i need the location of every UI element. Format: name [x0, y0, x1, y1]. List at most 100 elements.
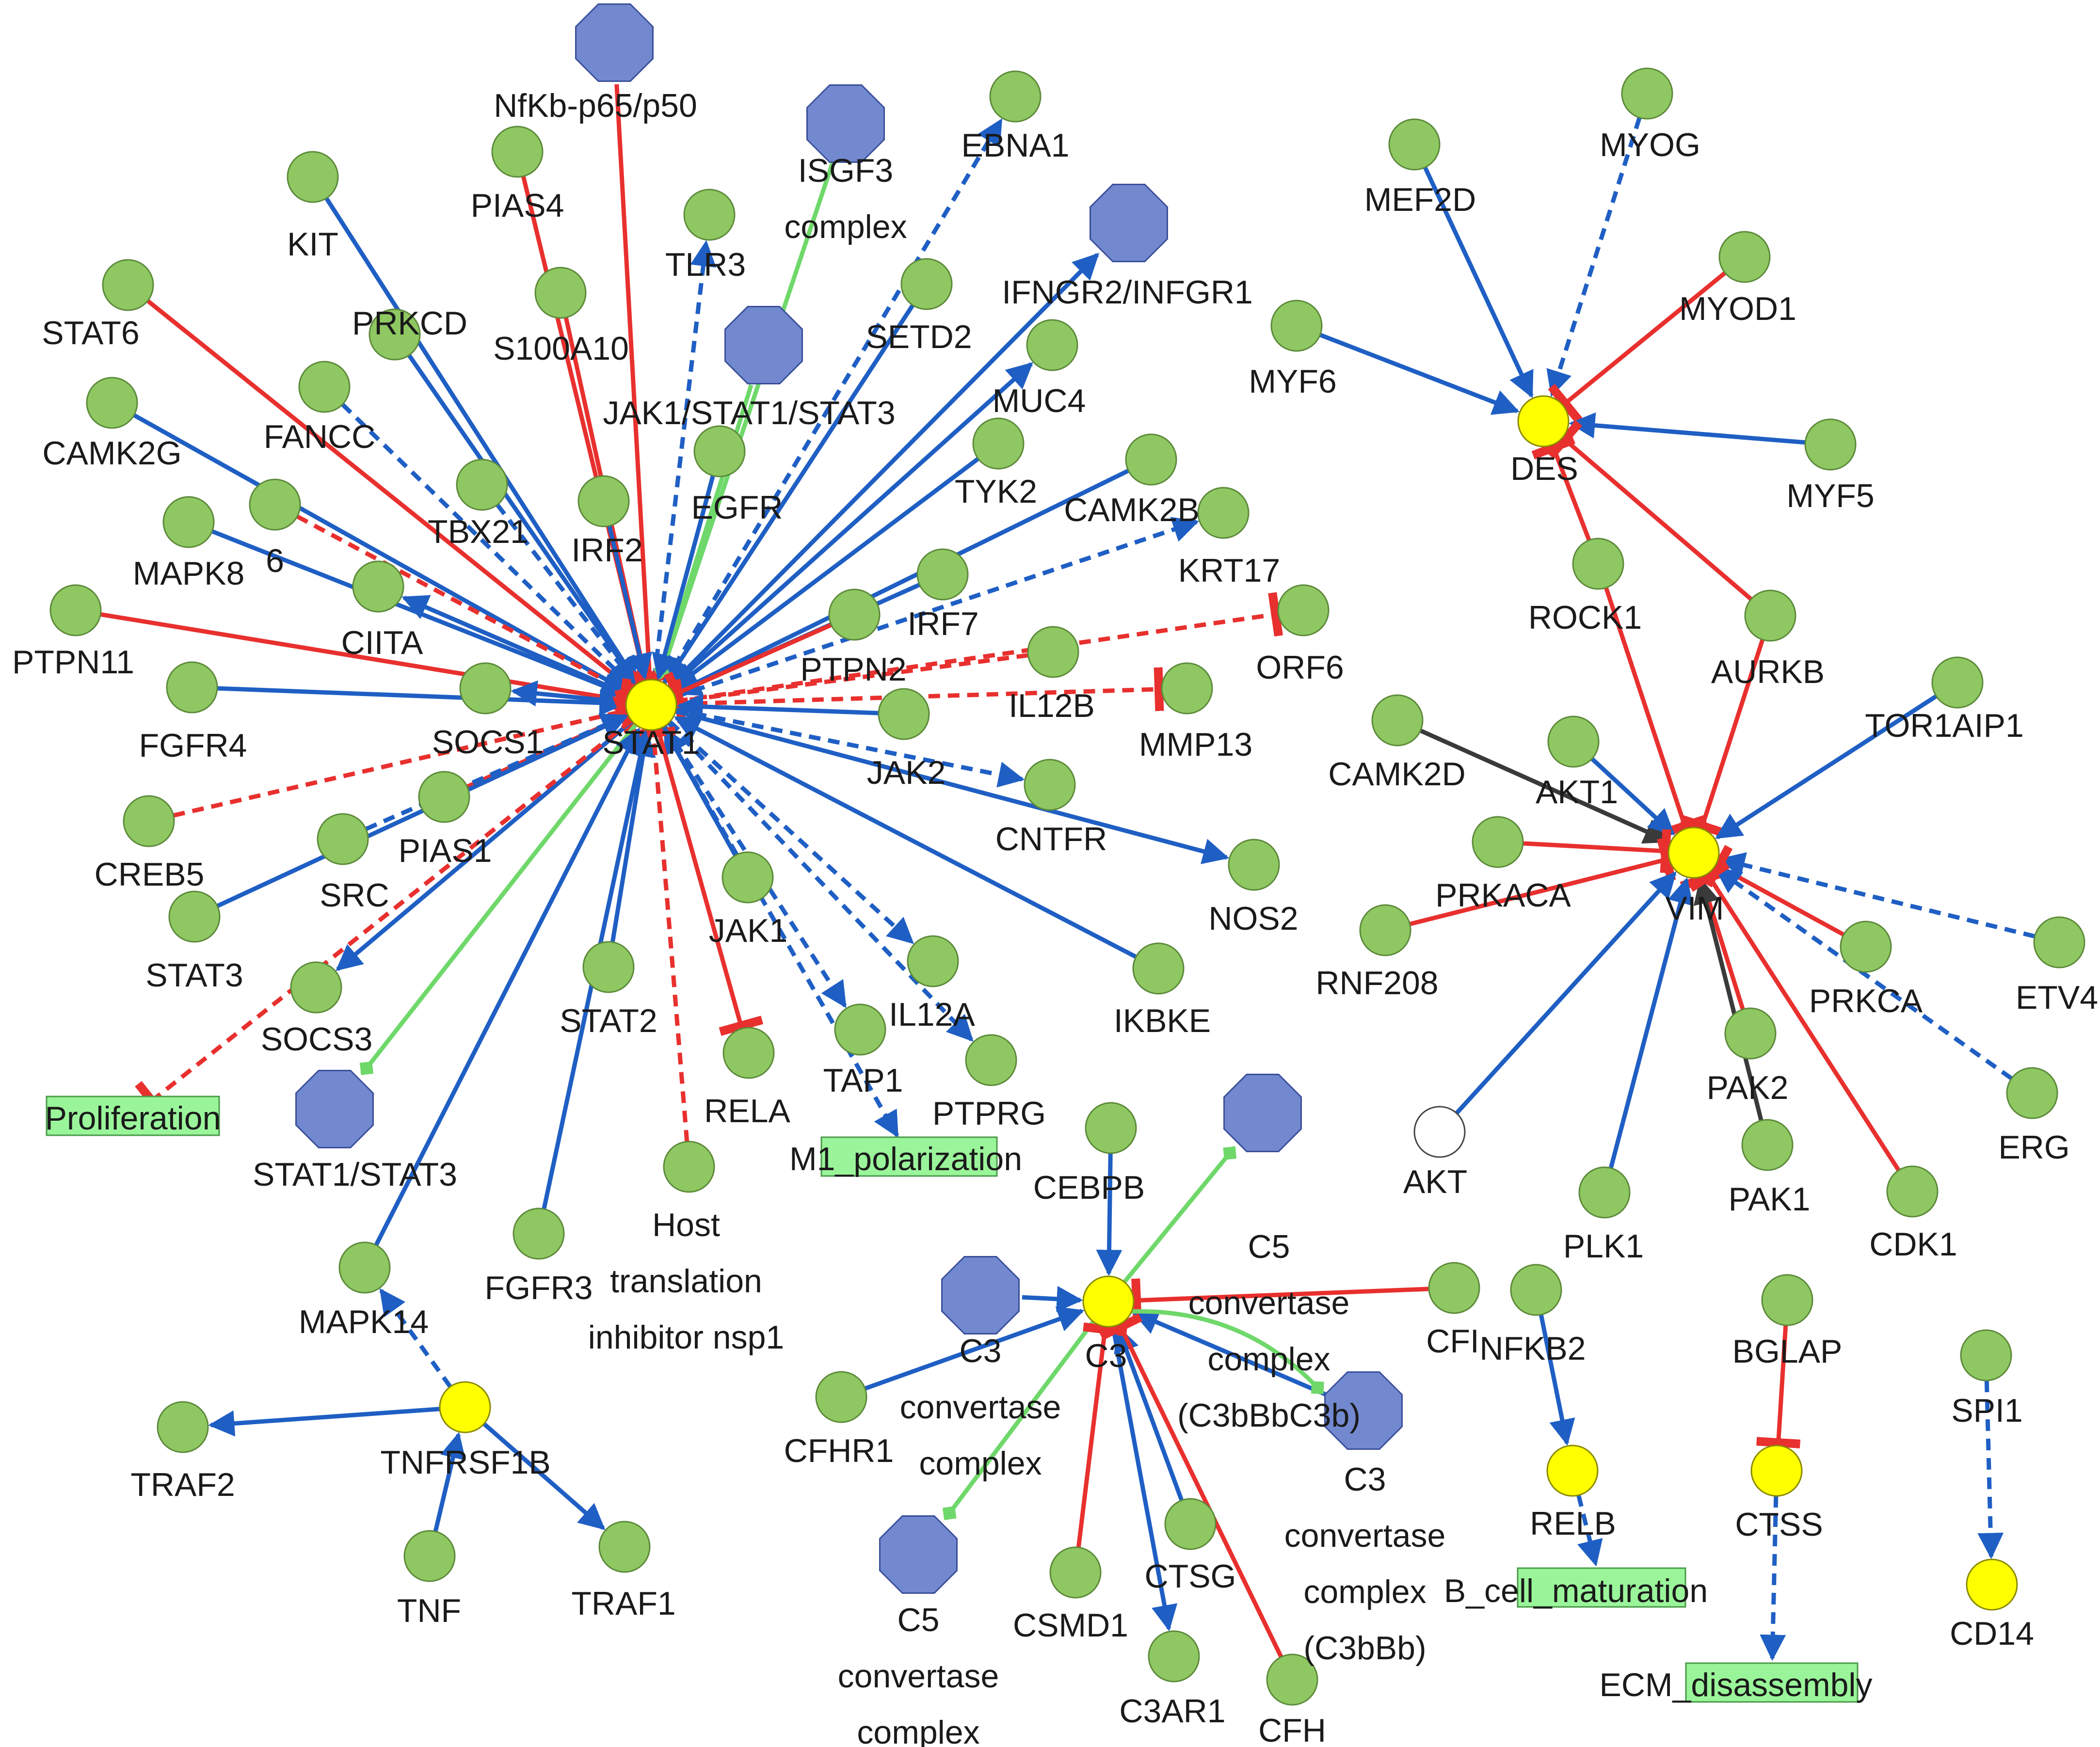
node-tnfrsf1b[interactable] [439, 1381, 491, 1433]
node-plk1[interactable] [1578, 1166, 1631, 1219]
node-cd14[interactable] [1966, 1558, 2018, 1611]
node-traf1[interactable] [598, 1521, 651, 1573]
node-stat2[interactable] [582, 941, 635, 993]
node-jak2[interactable] [878, 688, 930, 740]
node-creb5[interactable] [123, 795, 175, 847]
node-traf2[interactable] [157, 1401, 209, 1453]
node-tap1[interactable] [834, 1003, 886, 1056]
node-il12a[interactable] [907, 935, 959, 987]
node-cfh[interactable] [1266, 1653, 1318, 1706]
node-nos2[interactable] [1228, 839, 1280, 891]
node-pak1[interactable] [1741, 1119, 1794, 1171]
node-ciita[interactable] [352, 560, 404, 613]
node-akt[interactable] [1413, 1106, 1466, 1158]
node-prkca[interactable] [1840, 921, 1892, 973]
node-etv4[interactable] [2033, 916, 2085, 969]
node-camk2g[interactable] [86, 377, 138, 429]
node-tor1aip1[interactable] [1931, 656, 1984, 709]
node-fgfr4[interactable] [166, 661, 218, 714]
node-c3ar1[interactable] [1148, 1630, 1200, 1683]
node-jak1[interactable] [721, 851, 774, 904]
node-irf7[interactable] [916, 548, 969, 601]
node-ctss[interactable] [1750, 1445, 1803, 1497]
node-pak2[interactable] [1724, 1007, 1777, 1060]
node-spi1[interactable] [1960, 1329, 2012, 1382]
edge-c3-to-c3ar1 [1111, 1326, 1178, 1632]
node-nfkb[interactable] [575, 3, 654, 82]
node-ifngr[interactable] [1090, 184, 1168, 262]
node-ctsg[interactable] [1164, 1498, 1217, 1550]
node-tyk2[interactable] [972, 417, 1025, 470]
node-krt17[interactable] [1197, 487, 1250, 539]
node-fancc[interactable] [298, 361, 351, 413]
node-cdk1[interactable] [1886, 1165, 1939, 1218]
node-label-ctsg: CTSG [1145, 1558, 1236, 1595]
node-ptpn11[interactable] [49, 584, 102, 636]
node-rela[interactable] [722, 1027, 775, 1079]
node-c5a[interactable] [1223, 1074, 1302, 1152]
node-prkaca[interactable] [1472, 816, 1524, 868]
node-src[interactable] [317, 813, 369, 865]
node-stat6[interactable] [102, 259, 154, 311]
node-setd2[interactable] [900, 258, 953, 310]
node-mmp13[interactable] [1161, 662, 1213, 715]
node-mef2d[interactable] [1388, 118, 1441, 171]
node-rnf208[interactable] [1359, 904, 1411, 956]
node-il6[interactable] [249, 478, 301, 531]
node-bglap[interactable] [1761, 1274, 1813, 1326]
node-orf6[interactable] [1277, 584, 1330, 636]
node-socs3[interactable] [290, 961, 342, 1014]
node-csmd1[interactable] [1049, 1546, 1102, 1599]
node-stat1stat3[interactable] [295, 1070, 374, 1148]
node-ptprg[interactable] [965, 1034, 1017, 1086]
node-ptpn2[interactable] [828, 588, 881, 641]
node-relb[interactable] [1546, 1445, 1599, 1497]
node-cntfr[interactable] [1024, 759, 1076, 811]
node-cebpb[interactable] [1085, 1102, 1137, 1154]
node-jakstat[interactable] [724, 306, 803, 384]
node-ikbke[interactable] [1132, 942, 1185, 995]
node-socs1[interactable] [459, 662, 512, 715]
node-aurkb[interactable] [1744, 589, 1796, 642]
node-pias1[interactable] [418, 771, 470, 823]
node-camk2b[interactable] [1125, 433, 1177, 486]
node-des[interactable] [1517, 395, 1570, 447]
node-c3b[interactable] [1324, 1371, 1403, 1450]
node-pias4[interactable] [491, 126, 544, 178]
node-tnf[interactable] [403, 1530, 456, 1582]
node-prkcd[interactable] [369, 308, 421, 361]
node-tlr3[interactable] [683, 189, 736, 241]
edge-myog-to-des [1546, 117, 1642, 397]
node-c3conv[interactable] [941, 1256, 1020, 1334]
node-myog[interactable] [1621, 67, 1673, 120]
node-nfkb2[interactable] [1510, 1264, 1562, 1316]
node-isgf3[interactable] [806, 84, 885, 163]
node-il12b[interactable] [1027, 626, 1079, 678]
node-vim[interactable] [1667, 826, 1720, 879]
node-cfi[interactable] [1428, 1262, 1480, 1314]
node-s100a10[interactable] [534, 267, 587, 319]
node-stat1[interactable] [625, 679, 677, 731]
node-tbx21[interactable] [456, 459, 508, 511]
node-myf6[interactable] [1270, 300, 1323, 352]
node-fgfr3[interactable] [513, 1207, 565, 1260]
node-muc4[interactable] [1026, 319, 1078, 371]
node-stat3[interactable] [168, 890, 221, 943]
node-camk2d[interactable] [1371, 694, 1424, 746]
node-egfr[interactable] [693, 425, 746, 477]
node-erg[interactable] [2006, 1067, 2058, 1119]
node-akt1[interactable] [1547, 715, 1600, 768]
node-ebna1[interactable] [989, 70, 1042, 123]
node-c3[interactable] [1082, 1275, 1135, 1328]
node-myod1[interactable] [1718, 231, 1771, 283]
node-c5b[interactable] [879, 1515, 958, 1594]
node-rock1[interactable] [1572, 538, 1624, 590]
node-mapk8[interactable] [162, 496, 215, 548]
node-mapk14[interactable] [338, 1241, 391, 1294]
node-cfhr1[interactable] [815, 1371, 867, 1423]
node-irf2[interactable] [577, 475, 630, 527]
node-label-il12b: IL12B [1009, 687, 1095, 724]
node-myf5[interactable] [1804, 418, 1857, 471]
node-kit[interactable] [287, 151, 339, 203]
node-nsp1[interactable] [663, 1141, 715, 1193]
